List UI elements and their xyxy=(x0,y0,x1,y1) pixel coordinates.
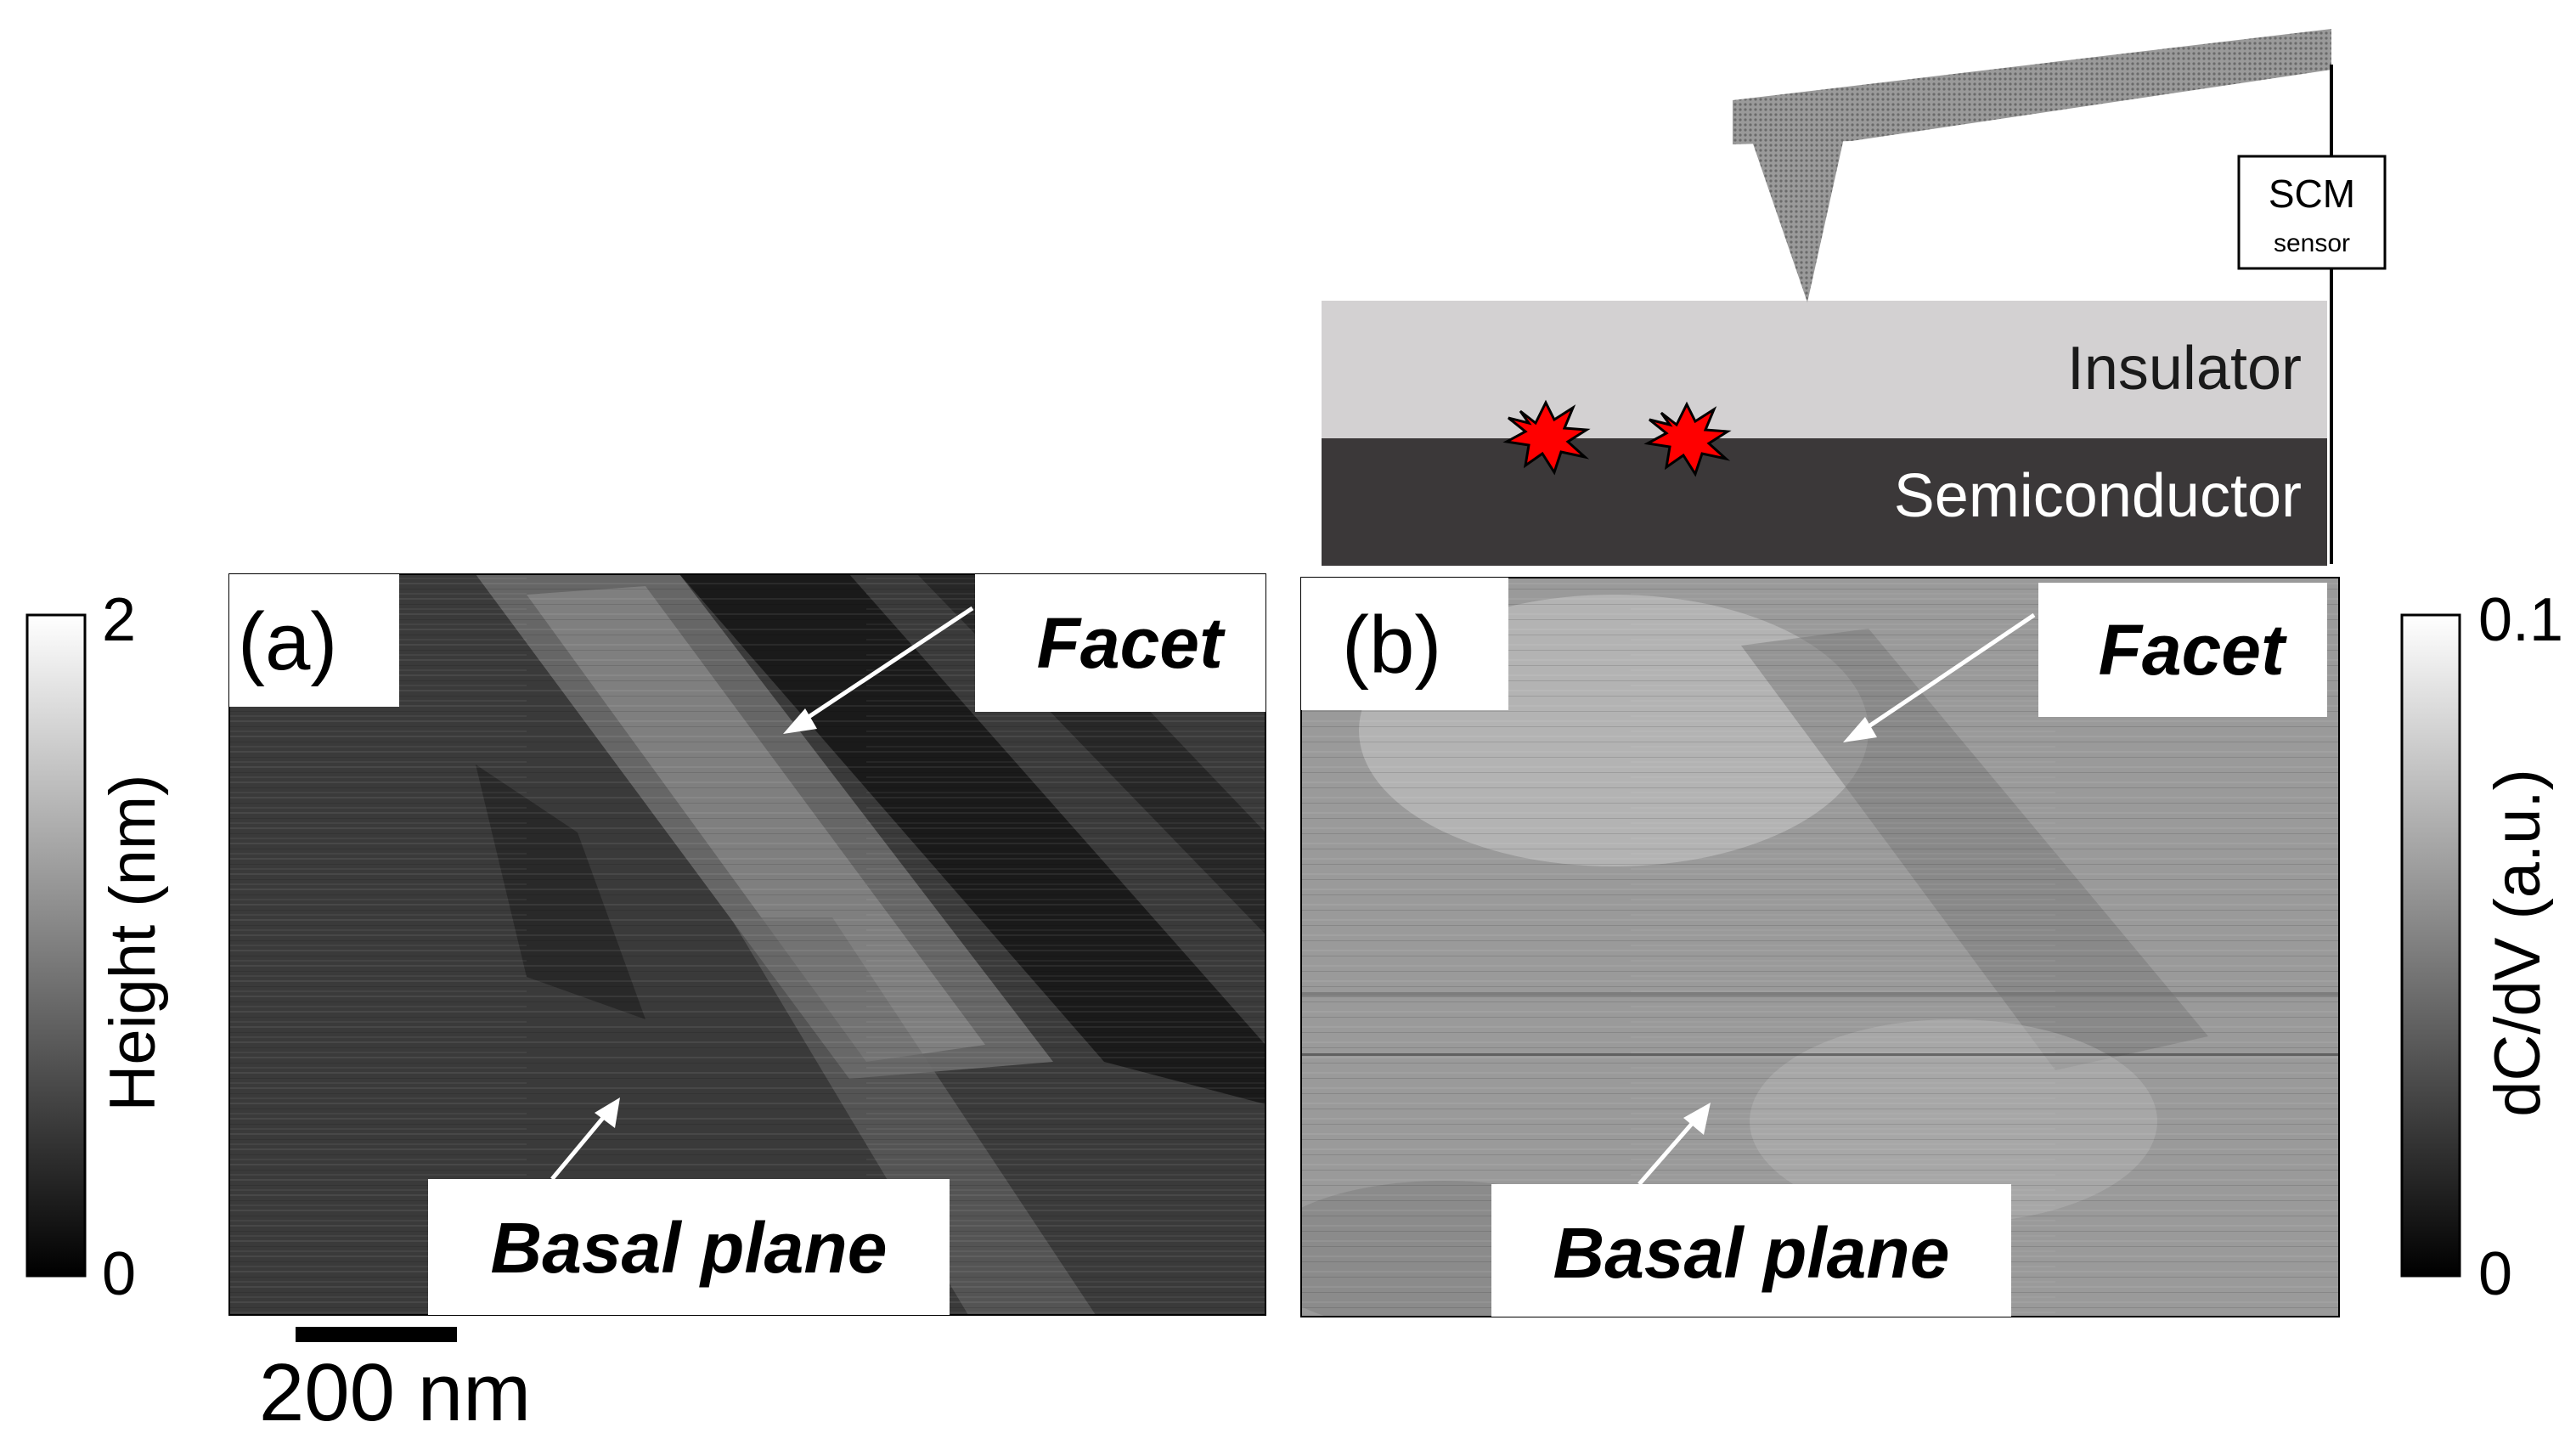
panel-b-label: (b) xyxy=(1342,600,1441,691)
cantilever xyxy=(1733,29,2331,144)
panel-a-basal-label: Basal plane xyxy=(491,1208,888,1288)
panel-b-basal-arrow xyxy=(1637,1103,1711,1186)
height-colorbar-title: Height (nm) xyxy=(97,775,169,1112)
dcdv-colorbar-max: 0.1 xyxy=(2478,586,2563,654)
afm-tip xyxy=(1745,119,1848,302)
height-colorbar-max: 2 xyxy=(102,586,136,654)
defect-star-2 xyxy=(1643,401,1732,477)
panel-a-facet-label: Facet xyxy=(1037,603,1226,683)
panel-a-basal-arrow xyxy=(550,1097,620,1181)
dcdv-colorbar-title: dC/dV (a.u.) xyxy=(2482,769,2554,1117)
defect-star-1 xyxy=(1502,399,1591,476)
scm-sensor-box xyxy=(2237,155,2387,270)
panel-b-basal-label: Basal plane xyxy=(1553,1213,1950,1293)
insulator-layer xyxy=(1322,301,2327,438)
scm-sensor-subtitle: sensor xyxy=(2274,229,2350,257)
height-colorbar xyxy=(25,613,87,1278)
panel-b-facet-label: Facet xyxy=(2099,610,2287,690)
semiconductor-label: Semiconductor xyxy=(1894,462,2302,530)
dcdv-colorbar-min: 0 xyxy=(2478,1240,2512,1308)
panel-b-facet-arrow xyxy=(1843,612,2036,742)
height-colorbar-min: 0 xyxy=(102,1240,136,1308)
scale-bar xyxy=(296,1327,457,1342)
panel-a-label: (a) xyxy=(238,596,337,687)
dcdv-colorbar xyxy=(2400,613,2461,1278)
scm-sensor-title: SCM xyxy=(2269,172,2355,216)
insulator-label: Insulator xyxy=(2067,335,2302,403)
scale-bar-label: 200 nm xyxy=(259,1347,531,1438)
semiconductor-layer xyxy=(1322,438,2327,566)
panel-a-facet-arrow xyxy=(783,606,974,734)
scm-schematic: Insulator Semiconductor SCM sensor xyxy=(1322,29,2387,566)
